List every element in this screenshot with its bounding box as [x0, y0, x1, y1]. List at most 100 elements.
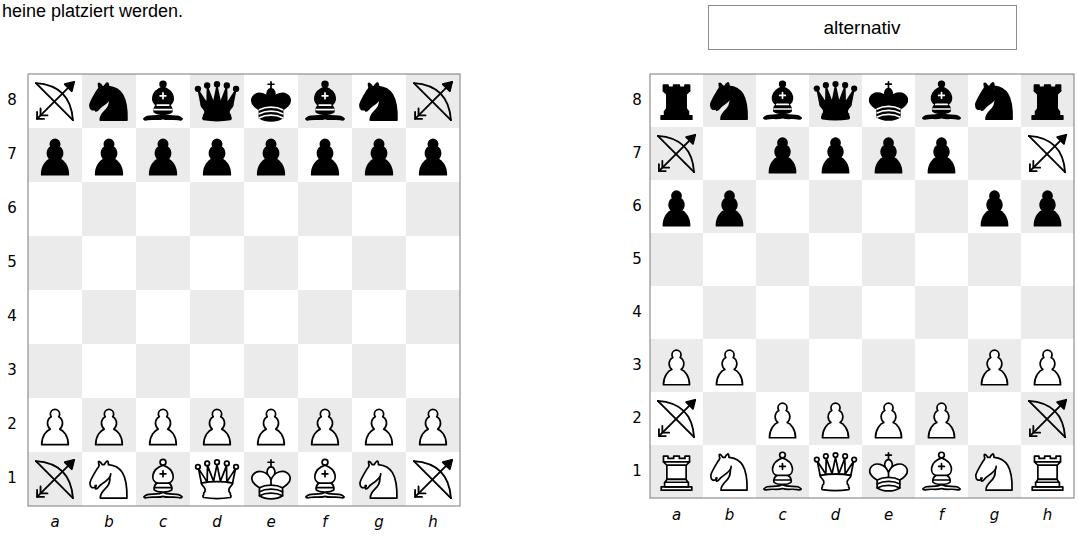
file-letter: a [672, 507, 681, 524]
piece-stroke [96, 139, 123, 174]
board-square [136, 128, 190, 182]
board-square [136, 74, 190, 128]
file-letter: g [374, 514, 384, 531]
file-letter: d [831, 507, 841, 524]
rank-number: 5 [7, 254, 17, 271]
piece-stroke [1034, 456, 1060, 462]
piece-stroke [150, 139, 177, 174]
rank-number: 3 [7, 362, 17, 379]
piece-stroke [144, 492, 182, 498]
archer-piece [414, 82, 452, 120]
file-letter: f [322, 514, 327, 531]
board-square [1021, 339, 1074, 392]
board-square [756, 127, 809, 180]
board-border [28, 74, 460, 506]
chess-piece [711, 454, 747, 490]
board-square [136, 398, 190, 452]
board-square [862, 233, 915, 286]
board-square [352, 452, 406, 506]
file-letter: g [990, 507, 1000, 524]
piece-stroke [663, 456, 689, 462]
rank-number: 6 [7, 200, 17, 217]
board-square [1021, 392, 1074, 445]
piece-stroke [886, 82, 892, 88]
piece-stroke [443, 460, 452, 469]
board-square [298, 290, 352, 344]
piece-stroke [663, 191, 689, 226]
board-square [703, 286, 756, 339]
board-square [190, 182, 244, 236]
piece-stroke [774, 464, 791, 480]
board-square [862, 392, 915, 445]
board-square [650, 392, 703, 445]
chess-piece [923, 81, 960, 119]
piece-stroke [258, 139, 285, 174]
piece-stroke [1034, 191, 1060, 226]
chess-piece [96, 409, 123, 444]
piece-stroke [769, 403, 795, 438]
piece-stroke [870, 464, 908, 491]
piece-stroke [160, 459, 166, 465]
piece-stroke [780, 452, 786, 458]
piece-stroke [37, 487, 47, 497]
board-square [136, 290, 190, 344]
rank-number: 5 [632, 251, 642, 268]
archer-piece [1029, 400, 1066, 437]
piece-stroke [360, 461, 381, 489]
piece-stroke [37, 82, 74, 119]
board-square [82, 344, 136, 398]
rank-number: 4 [7, 308, 17, 325]
chess-piece [258, 409, 285, 444]
piece-stroke [875, 138, 901, 173]
board-square [968, 127, 1021, 180]
piece-stroke [1030, 426, 1040, 436]
board-square [809, 445, 862, 498]
board-square [244, 74, 298, 128]
board-square [915, 339, 968, 392]
board-square [244, 290, 298, 344]
piece-stroke [976, 83, 996, 110]
board-square [406, 236, 460, 290]
chess-piece [90, 461, 127, 498]
piece-stroke [204, 409, 231, 444]
chess-piece [312, 409, 339, 444]
piece-stroke [933, 93, 950, 109]
board-square [756, 392, 809, 445]
board-square [406, 128, 460, 182]
piece-stroke [315, 87, 335, 114]
board-square [406, 182, 460, 236]
board-square [298, 74, 352, 128]
piece-stroke [144, 114, 182, 120]
piece-stroke [252, 93, 290, 120]
piece-stroke [1038, 94, 1057, 108]
chess-piece [258, 139, 285, 174]
chess-piece [976, 83, 1012, 119]
board-square [190, 344, 244, 398]
board-square [756, 233, 809, 286]
piece-stroke [928, 138, 954, 173]
piece-stroke [659, 400, 695, 436]
rank-number: 6 [632, 198, 642, 215]
archer-piece [36, 82, 74, 120]
chess-piece [928, 403, 954, 438]
chess-piece [42, 139, 69, 174]
board-square [28, 128, 82, 182]
board-square [968, 180, 1021, 233]
board-square [1021, 233, 1074, 286]
chess-board [28, 74, 460, 506]
chess-piece [1032, 85, 1063, 119]
piece-stroke [42, 409, 69, 444]
piece-stroke [667, 465, 686, 479]
piece-stroke [268, 82, 274, 89]
piece-stroke [65, 82, 74, 91]
board-square [650, 127, 703, 180]
board-square [190, 236, 244, 290]
board-square [1021, 74, 1074, 127]
chess-piece [822, 138, 848, 173]
rank-number: 8 [632, 92, 642, 109]
board-square [190, 398, 244, 452]
piece-stroke [42, 139, 69, 174]
chess-piece [870, 82, 908, 120]
board-square [352, 290, 406, 344]
piece-stroke [1036, 479, 1059, 482]
